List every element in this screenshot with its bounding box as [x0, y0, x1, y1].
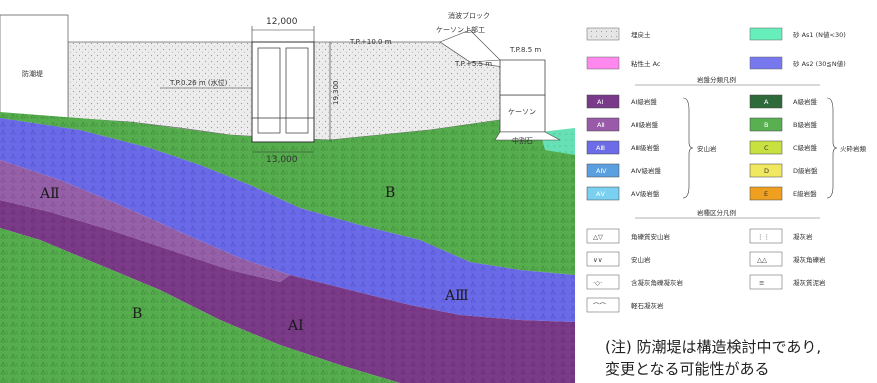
label-tp10: T.P.+10.0 m: [349, 38, 392, 46]
legend-volcanic-group-label: 火砕岩類: [840, 144, 867, 153]
legend-fill-soil: 埋戻土: [631, 30, 651, 39]
rocktype-label-1: 角礫質安山岩: [631, 232, 671, 241]
rocktype-icon-7: ≡: [759, 279, 764, 287]
legend-swatch-a1: [586, 94, 620, 109]
legend-a1: AⅠ級岩盤: [631, 97, 657, 106]
legend-panel: 埋戻土 粘性土 Ac 砂 As1 (N値<30) 砂 As2 (30≦N値) 岩…: [586, 27, 867, 378]
legend-tag-a5: AⅤ: [596, 190, 605, 198]
legend-swatch-a3: [586, 140, 620, 155]
label-height: 19,300: [332, 81, 340, 106]
rocktype-icon-3: ·◇·: [593, 279, 602, 287]
legend-vd: D級岩盤: [793, 166, 818, 175]
legend-tag-a1: AⅠ: [597, 98, 603, 106]
legend-swatch-vb: [749, 117, 783, 132]
legend-swatch-a4: [586, 163, 620, 178]
legend-clay: 粘性土 Ac: [631, 59, 661, 68]
rock-b-lower: [0, 228, 400, 383]
rocktype-label-2: 安山岩: [631, 255, 651, 264]
legend-tag-vb: B: [764, 121, 768, 129]
label-breakwater: 防潮堤: [22, 69, 43, 78]
rock-label-a3: AⅢ: [444, 288, 469, 304]
rock-b-upper: [0, 112, 575, 275]
label-water-level: T.P.0.26 m (水位): [169, 78, 228, 87]
label-width-top: 12,000: [266, 17, 298, 27]
legend-swatch-sand2: [749, 56, 783, 70]
note-line-1: (注) 防潮堤は構造検討中であり,: [605, 338, 821, 356]
rocktype-label-5: 凝灰岩: [793, 232, 813, 241]
rocktype-icon-2: ∨∨: [593, 256, 603, 264]
label-tp85: T.P.8.5 m: [509, 46, 541, 54]
legend-swatch-va: [749, 94, 783, 109]
legend-a4: AⅣ級岩盤: [631, 166, 661, 175]
rock-label-b-lower: B: [132, 306, 142, 322]
legend-volcanic-group: A A級岩盤 B B級岩盤 C C級岩盤 D D級岩盤 E E級岩盤 火砕岩類: [749, 94, 867, 201]
rocktype-icon-4: ⌒⌒: [593, 302, 607, 310]
legend-andesite-group: AⅠ AⅠ級岩盤 AⅡ AⅡ級岩盤 AⅢ AⅢ級岩盤 AⅣ AⅣ級岩盤 AⅤ A…: [586, 94, 717, 201]
rocktype-icon-5: ⋮⋮: [757, 233, 770, 241]
legend-classification-title: 岩盤分類凡例: [697, 75, 736, 84]
legend-swatch-vd: [749, 163, 783, 178]
legend-swatch-sand1: [749, 27, 783, 41]
legend-tag-a4: AⅣ: [596, 167, 606, 175]
rock-label-a1: AⅠ: [287, 318, 304, 334]
label-width-bottom: 13,000: [266, 155, 298, 165]
legend-andesite-group-label: 安山岩: [697, 144, 717, 153]
rocktype-icon-6: △△: [757, 256, 767, 264]
rock-a1-band: [0, 200, 575, 383]
label-tp55: T.P.+5.5 m: [454, 60, 492, 68]
legend-tag-a3: AⅢ: [596, 144, 605, 152]
rocktype-label-4: 軽石凝灰岩: [631, 301, 664, 310]
legend-va: A級岩盤: [793, 97, 817, 106]
legend-swatch-a5: [586, 186, 620, 201]
cross-section-diagram: 防潮堤 12,000 13,000 19,300 T.P.0.26 m (水位)…: [0, 11, 575, 383]
note-line-2: 変更となる可能性がある: [605, 360, 770, 378]
legend-swatch-a2: [586, 117, 620, 132]
legend-tag-ve: E: [764, 190, 768, 198]
rock-label-a2: AⅡ: [39, 186, 60, 202]
legend-vb: B級岩盤: [793, 120, 817, 129]
label-caisson: ケーソン: [508, 108, 536, 116]
legend-tag-a2: AⅡ: [597, 121, 605, 129]
rocktype-label-3: 含凝灰角礫凝灰岩: [631, 278, 684, 287]
legend-sand2: 砂 As2 (30≦N値): [793, 59, 846, 68]
legend-rocktype-title: 岩種区分凡例: [697, 208, 736, 217]
legend-a5: AⅤ級岩盤: [631, 189, 660, 198]
label-wave-block: 消波ブロック: [448, 11, 490, 20]
rocktype-icon-1: △▽: [593, 233, 603, 241]
rocktype-label-7: 凝灰質泥岩: [793, 278, 826, 287]
rocktype-label-6: 凝灰角礫岩: [793, 255, 826, 264]
legend-a2: AⅡ級岩盤: [631, 120, 659, 129]
legend-sand1: 砂 As1 (N値<30): [793, 30, 846, 39]
legend-swatch-fill-soil: [586, 27, 620, 41]
legend-tag-vd: D: [764, 167, 769, 175]
rock-label-b-upper: B: [385, 185, 395, 201]
caisson-top: [499, 59, 546, 96]
legend-swatch-ve: [749, 186, 783, 201]
legend-tag-va: A: [764, 98, 769, 106]
rock-a3-band: [0, 118, 575, 322]
legend-swatch-clay: [586, 56, 620, 70]
rock-a2-band: [0, 160, 290, 282]
legend-ve: E級岩盤: [793, 189, 817, 198]
legend-swatch-vc: [749, 140, 783, 155]
label-caisson-top: ケーソン上部工: [436, 25, 485, 34]
legend-vc: C級岩盤: [793, 143, 818, 152]
label-rubble: 中割石: [512, 136, 533, 145]
legend-a3: AⅢ級岩盤: [631, 143, 660, 152]
legend-tag-vc: C: [764, 144, 769, 152]
